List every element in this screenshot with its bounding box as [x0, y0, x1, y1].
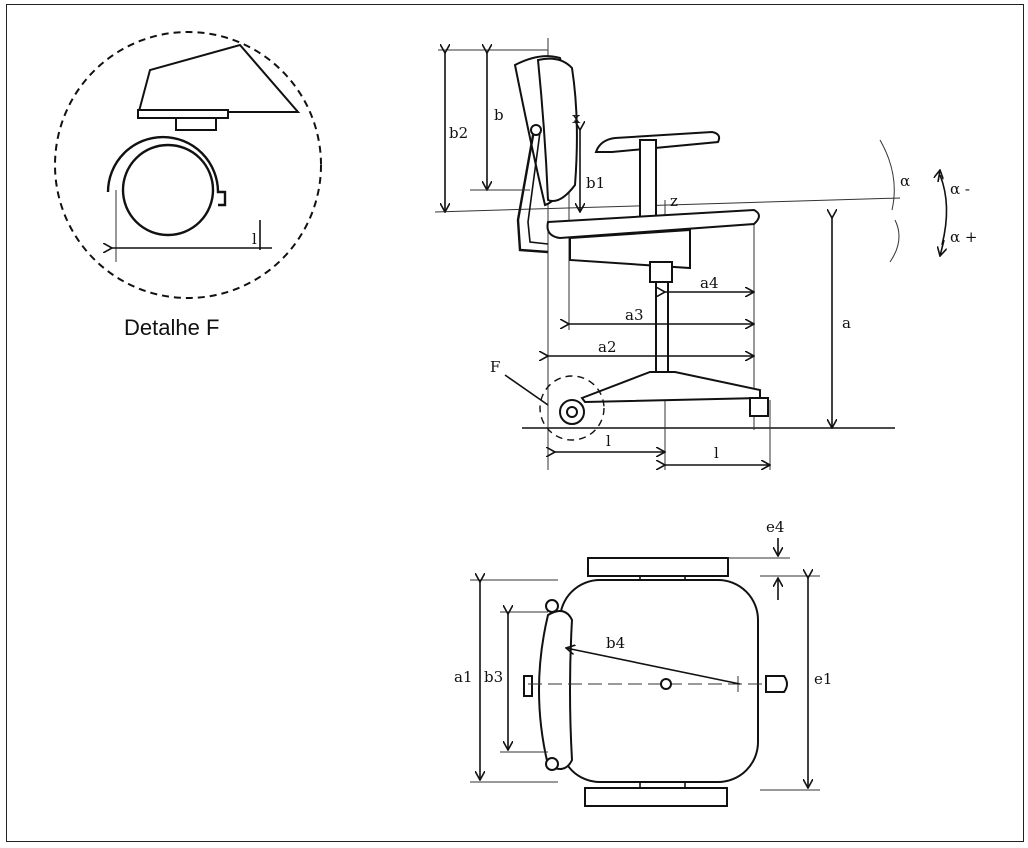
- gas-column: [655, 281, 669, 373]
- label-b: b: [494, 106, 504, 124]
- detail-wheel: [121, 143, 215, 237]
- top-lever: [765, 675, 788, 693]
- label-l-right: l: [714, 444, 719, 462]
- detail-f-marker: [539, 375, 605, 441]
- label-x: x: [572, 109, 581, 127]
- top-view: b4 a1 b3 e1 e4: [454, 518, 832, 807]
- dim-b4: [566, 648, 741, 685]
- column-top: [649, 261, 673, 283]
- label-b1: b1: [586, 174, 605, 192]
- backrest-support-inner: [527, 131, 549, 245]
- backrest-rear-knob: [523, 675, 533, 697]
- label-F: F: [490, 358, 500, 376]
- label-z: z: [670, 192, 678, 210]
- detail-caption: Detalhe F: [124, 315, 219, 340]
- label-b4: b4: [606, 634, 625, 652]
- top-armrest-upper: [587, 557, 729, 577]
- alpha-arc: [879, 139, 895, 211]
- caster-left-hub: [566, 406, 578, 418]
- detail-seat-part: [137, 43, 301, 116]
- label-alpha: α: [900, 172, 910, 190]
- backrest-knob-bottom: [545, 757, 559, 771]
- alpha-pm-arc: [939, 174, 948, 246]
- label-e1: e1: [814, 670, 832, 688]
- caster-right: [749, 397, 769, 417]
- label-a3: a3: [625, 306, 644, 324]
- label-a4: a4: [700, 274, 719, 292]
- seat-height-line: [434, 197, 901, 213]
- alpha-arc-lower: [889, 219, 900, 263]
- detail-label-l: l: [252, 230, 257, 248]
- armrest-pad: [594, 130, 721, 153]
- detail-wheel-hood: [106, 135, 227, 207]
- backrest-pivot: [530, 124, 542, 136]
- label-e4: e4: [766, 518, 784, 536]
- top-center-axis: [660, 678, 672, 690]
- backrest-knob-top: [545, 599, 559, 613]
- label-a1: a1: [454, 668, 473, 686]
- detail-f-leader: [504, 374, 549, 406]
- alpha-minus-arrow: [938, 170, 940, 183]
- detail-f: l Detalhe F: [54, 31, 322, 340]
- detail-circle: [54, 31, 322, 299]
- label-l-left: l: [606, 432, 611, 450]
- alpha-plus-arrow: [940, 239, 944, 256]
- label-b2: b2: [449, 124, 468, 142]
- detail-plate: [137, 109, 229, 119]
- backrest-support: [516, 129, 549, 254]
- side-view: F b2 b b1 x z α α - α + a a4 a3 a2 l: [434, 38, 977, 470]
- label-alpha-minus: α -: [950, 180, 970, 198]
- detail-stem: [175, 117, 217, 131]
- top-backrest: [538, 610, 574, 770]
- drawing-frame: [6, 4, 1024, 842]
- base-star: [580, 371, 761, 404]
- seat-mechanism: [569, 228, 691, 270]
- label-alpha-plus: α +: [950, 228, 977, 246]
- top-armrest-lower: [584, 787, 728, 807]
- label-a: a: [842, 314, 851, 332]
- seat-cushion: [546, 208, 760, 240]
- backrest-front: [536, 57, 578, 202]
- label-b3: b3: [484, 668, 503, 686]
- label-a2: a2: [598, 338, 617, 356]
